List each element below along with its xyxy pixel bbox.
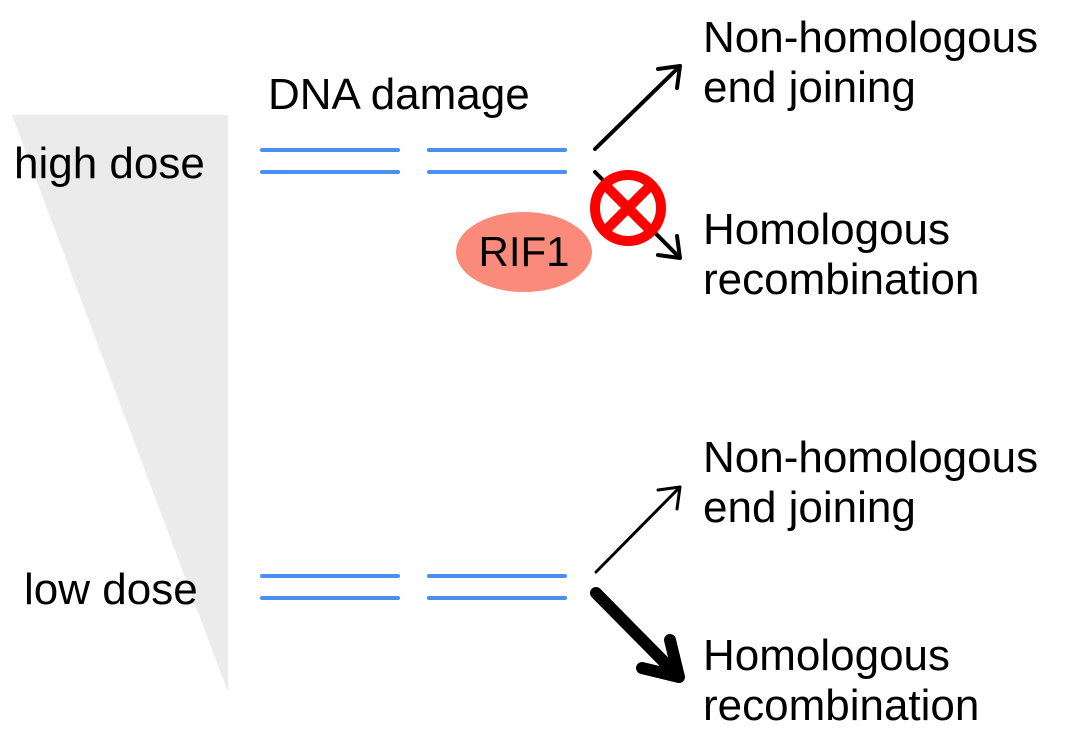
dna-double-strand-high xyxy=(260,148,567,174)
high-hr-label-line1: Homologous xyxy=(703,205,951,254)
low-hr-label-line2: recombination xyxy=(703,681,980,730)
arrow-low-hr-emphasized xyxy=(590,587,685,683)
dna-damage-title: DNA damage xyxy=(268,70,530,119)
high-nhej-label-line2: end joining xyxy=(703,63,916,112)
rif1-protein: RIF1 xyxy=(456,212,592,292)
low-hr-label-line1: Homologous xyxy=(703,631,951,680)
dose-gradient-wedge xyxy=(12,115,228,692)
low-dose-label: low dose xyxy=(24,565,198,614)
arrow-high-nhej xyxy=(593,64,682,151)
high-nhej-label-line1: Non-homologous xyxy=(703,13,1039,62)
dna-double-strand-low xyxy=(260,574,567,600)
block-icon xyxy=(590,170,666,246)
low-nhej-label-line1: Non-homologous xyxy=(703,433,1039,482)
high-hr-label-line2: recombination xyxy=(703,255,980,304)
high-dose-label: high dose xyxy=(14,139,205,188)
arrow-low-nhej xyxy=(594,485,682,574)
low-nhej-label-line2: end joining xyxy=(703,483,916,532)
rif1-label: RIF1 xyxy=(478,228,570,275)
